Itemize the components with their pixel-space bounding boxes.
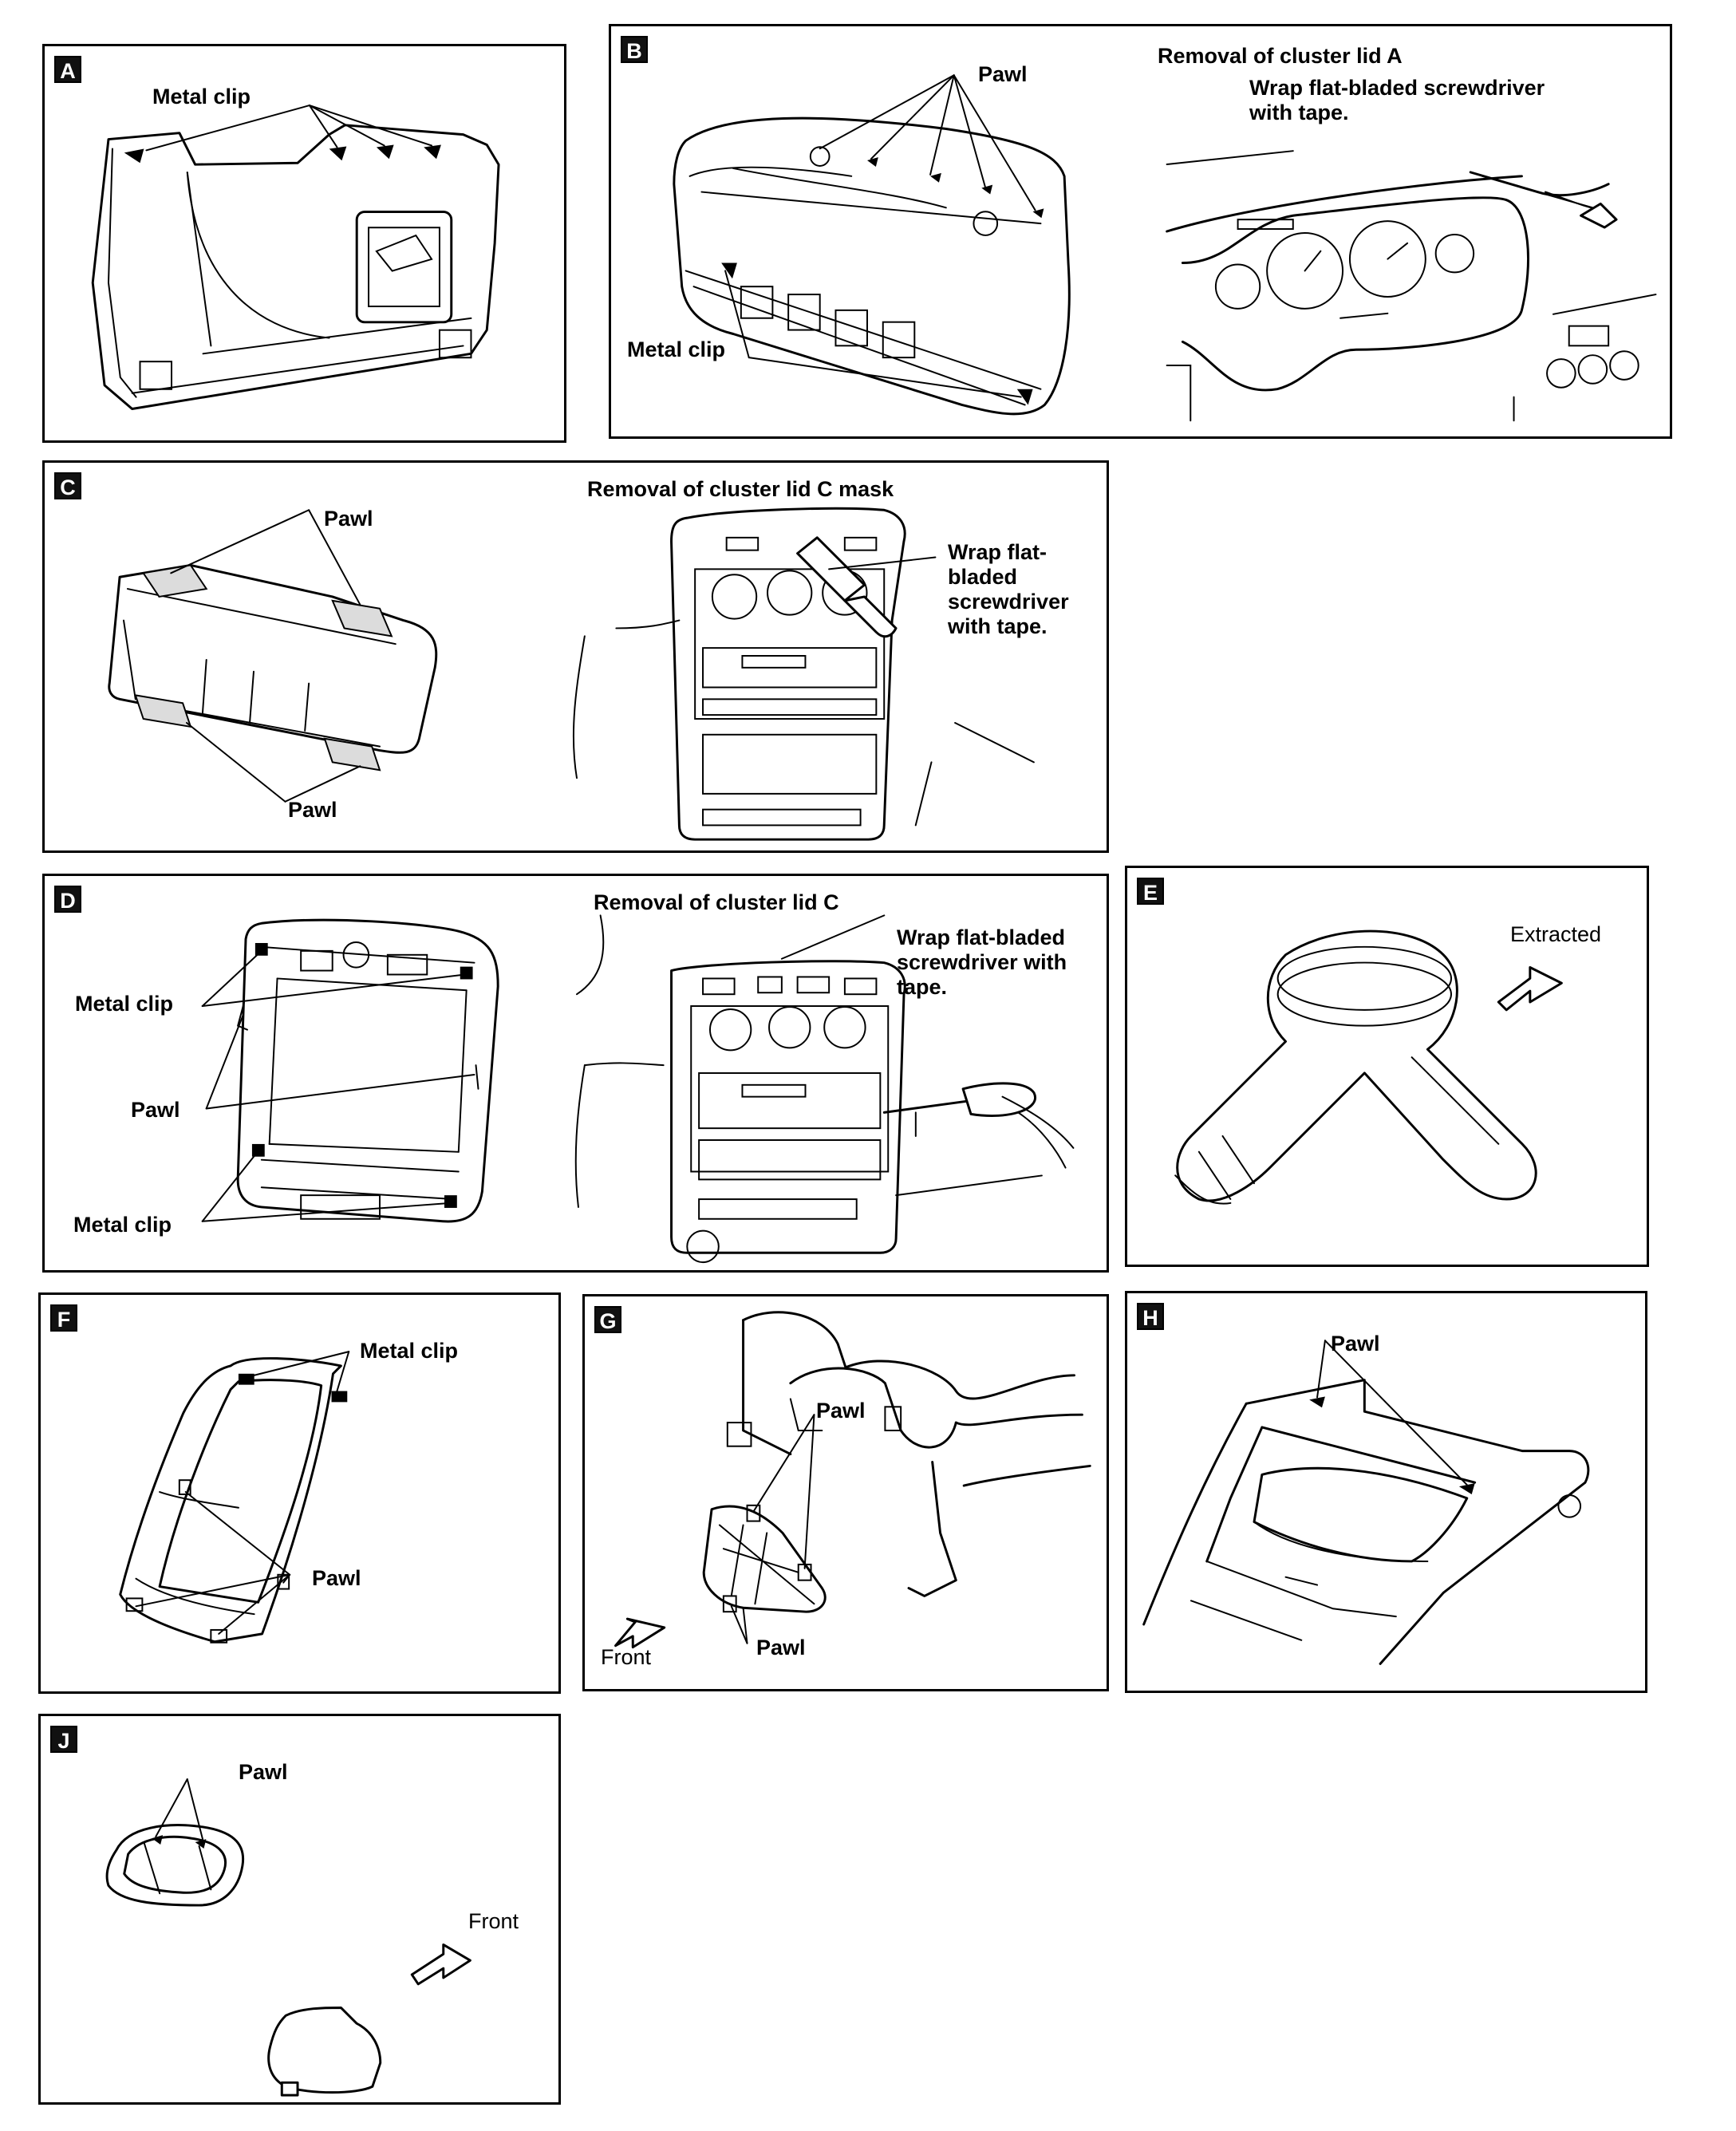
panel-b-title: Removal of cluster lid A: [1158, 44, 1403, 68]
panel-f: F Metal clip Pawl: [38, 1292, 561, 1694]
panel-d-title: Removal of cluster lid C: [594, 890, 839, 914]
panel-j-badge: J: [50, 1726, 77, 1753]
panel-g: G Pawl Pawl Front: [582, 1294, 1109, 1691]
panel-b-pawl-label: Pawl: [978, 62, 1028, 86]
panel-d-metal-clip-top-label: Metal clip: [75, 992, 174, 1016]
panel-g-illustration: [614, 1311, 1091, 1649]
panel-c-title: Removal of cluster lid C mask: [587, 477, 894, 501]
panel-h-illustration: [1142, 1340, 1590, 1665]
panel-c-illustration: [108, 507, 1035, 841]
panel-j-front-label: Front: [468, 1909, 519, 1933]
panel-b-metal-clip-label: Metal clip: [627, 337, 726, 361]
panel-a-badge: A: [54, 56, 81, 83]
panel-e-extracted-label: Extracted: [1510, 922, 1602, 946]
panel-g-front-label: Front: [601, 1645, 652, 1669]
panel-b-illustration: [673, 74, 1657, 422]
panel-f-metal-clip-label: Metal clip: [360, 1339, 459, 1363]
panel-c: C Removal of clus: [42, 460, 1109, 853]
panel-f-illustration: [119, 1351, 350, 1644]
panel-e-badge: E: [1137, 878, 1164, 905]
panel-d-pawl-label: Pawl: [131, 1098, 180, 1122]
panel-g-pawl-top-label: Pawl: [816, 1399, 866, 1423]
panel-b-badge: B: [621, 36, 648, 63]
panel-j-illustration: [105, 1778, 471, 2097]
panel-d-wrap-note: Wrap flat-bladed screwdriver with tape.: [897, 925, 1067, 1000]
panel-c-pawl-top-label: Pawl: [324, 507, 373, 531]
panel-f-pawl-label: Pawl: [312, 1566, 361, 1590]
panel-d: D: [42, 874, 1109, 1273]
panel-c-pawl-bottom-label: Pawl: [288, 798, 337, 822]
panel-j-pawl-label: Pawl: [239, 1760, 288, 1784]
panel-h-badge: H: [1137, 1303, 1164, 1330]
panel-c-badge: C: [54, 472, 81, 499]
panel-e: E Extracted: [1125, 866, 1649, 1267]
panel-h: H Pawl: [1125, 1291, 1647, 1693]
panel-c-wrap-note: Wrap flat-bladed screwdriver with tape.: [948, 540, 1069, 639]
panel-a-illustration: [91, 105, 500, 410]
panel-a: A Metal clip: [42, 44, 566, 443]
panel-j: J Pawl Front: [38, 1714, 561, 2105]
panel-b: B: [609, 24, 1672, 439]
panel-d-badge: D: [54, 886, 81, 913]
panel-e-illustration: [1174, 929, 1563, 1205]
panel-h-pawl-label: Pawl: [1331, 1332, 1380, 1356]
panel-f-badge: F: [50, 1304, 77, 1332]
panel-d-illustration: [201, 914, 1075, 1264]
panel-d-metal-clip-bottom-label: Metal clip: [73, 1213, 172, 1237]
panel-g-pawl-bottom-label: Pawl: [756, 1636, 806, 1659]
panel-b-wrap-note: Wrap flat-bladed screwdriver with tape.: [1249, 76, 1545, 125]
panel-g-badge: G: [594, 1306, 621, 1333]
panel-a-metal-clip-label: Metal clip: [152, 85, 251, 109]
